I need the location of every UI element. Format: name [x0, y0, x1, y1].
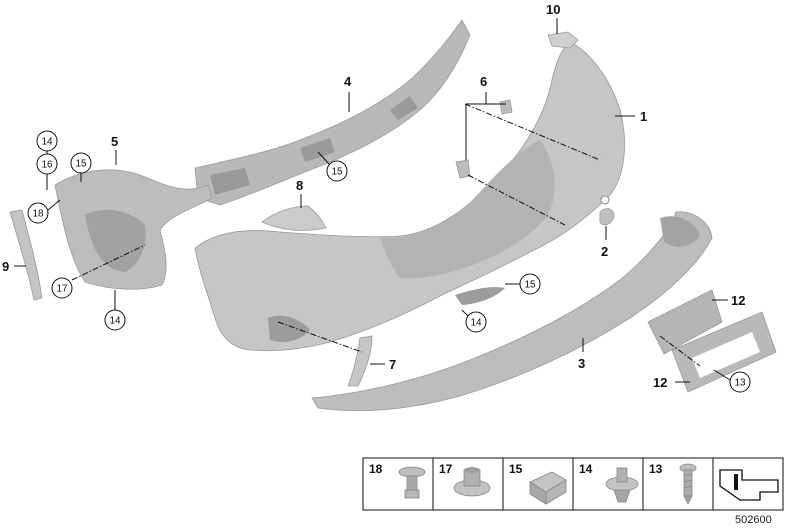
callout-number: 3 [578, 356, 585, 371]
part-plate-bracket [647, 289, 723, 355]
circled-callout-15-left: 15 [70, 152, 92, 182]
circled-number: 16 [42, 160, 54, 171]
callout-10: 10 [546, 2, 560, 34]
legend-number: 15 [509, 462, 523, 476]
circled-callout-15-bracket: 15 [317, 151, 348, 182]
part-carrier-bracket [194, 19, 471, 206]
callout-number: 2 [601, 244, 608, 259]
circled-callout-18: 18 [27, 199, 61, 224]
legend-item-13: 13 [649, 462, 697, 505]
circled-callout-14-top: 14 [36, 130, 58, 160]
callout-number: 5 [111, 134, 118, 149]
legend-number: 14 [579, 462, 593, 476]
part-bracket-6b [499, 99, 513, 115]
callout-2: 2 [601, 226, 608, 259]
callout-number: 6 [480, 74, 487, 89]
screw-washer-icon [398, 466, 426, 499]
part-wheel-arch-bracket [54, 169, 213, 290]
circled-callout-13: 13 [713, 369, 751, 393]
fastener-legend: 18 17 15 14 [362, 457, 784, 511]
circled-number: 15 [525, 280, 537, 291]
callout-5: 5 [111, 134, 118, 165]
callout-number: 1 [640, 109, 647, 124]
callout-9: 9 [2, 259, 26, 274]
circled-callout-15-bumper: 15 [505, 273, 541, 295]
callout-3: 3 [578, 338, 585, 371]
circled-callout-14-mid: 14 [461, 309, 487, 333]
installation-direction-icon [719, 469, 779, 501]
circled-number: 17 [57, 284, 69, 295]
circled-number: 14 [42, 137, 54, 148]
nut-icon [453, 467, 491, 497]
callout-12-bottom: 12 [653, 375, 690, 390]
part-trim-strip [347, 335, 373, 387]
callout-number: 7 [389, 357, 396, 372]
legend-number: 13 [649, 462, 663, 476]
callout-number: 10 [546, 2, 560, 17]
part-bumper-cover [194, 41, 625, 352]
part-side-strip [9, 209, 43, 301]
drawing-number: 502600 [735, 514, 772, 526]
legend-number: 17 [439, 462, 453, 476]
circled-number: 15 [76, 159, 88, 170]
circled-number: 14 [110, 316, 122, 327]
callout-7: 7 [370, 357, 396, 372]
circled-callout-14-bottom: 14 [104, 290, 126, 331]
assembly-lines [71, 103, 701, 367]
legend-item-15: 15 [509, 462, 567, 505]
callout-number: 9 [2, 259, 9, 274]
callout-8: 8 [296, 178, 303, 208]
callout-12-top: 12 [712, 293, 745, 308]
legend-number: 18 [369, 462, 383, 476]
legend-item-18: 18 [369, 462, 426, 499]
callout-number: 12 [653, 375, 667, 390]
screw-icon [679, 463, 697, 505]
clip-nut-icon [529, 471, 567, 505]
callout-number: 4 [344, 74, 352, 89]
circled-number: 14 [471, 318, 483, 329]
callout-number: 8 [296, 178, 303, 193]
callout-6: 6 [465, 74, 506, 160]
part-clip-10 [547, 31, 579, 49]
circled-callout-17: 17 [51, 277, 73, 299]
circled-number: 15 [332, 167, 344, 178]
callout-1: 1 [615, 109, 647, 124]
circled-number: 13 [735, 378, 747, 389]
legend-item-14: 14 [579, 462, 639, 503]
part-cap [599, 208, 615, 226]
callout-4: 4 [344, 74, 352, 112]
expanding-rivet-icon [605, 467, 639, 503]
circled-callout-16: 16 [36, 153, 58, 190]
callout-number: 12 [731, 293, 745, 308]
legend-item-17: 17 [439, 462, 491, 497]
part-diffuser [311, 211, 713, 412]
circled-number: 18 [33, 209, 45, 220]
part-reflector [261, 205, 327, 231]
